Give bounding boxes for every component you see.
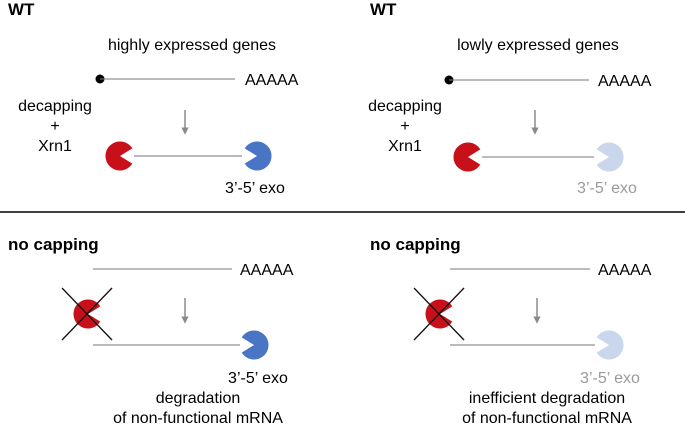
panel-nocap-faded: no capping AAAAA 3’-5’ exo inefficient d… (370, 235, 652, 427)
exo-label: 3’-5’ exo (580, 370, 640, 387)
plus-label: + (400, 118, 409, 135)
plus-label: + (50, 118, 59, 135)
xrn1-pacman-icon (105, 141, 133, 171)
panel-header: WT (370, 0, 397, 19)
polya-tail: AAAAA (598, 73, 652, 90)
polya-tail: AAAAA (240, 262, 294, 279)
panel-header: no capping (8, 235, 99, 254)
xrn1-label: Xrn1 (38, 138, 72, 155)
footer-line-1: degradation (156, 390, 241, 407)
panel-title: highly expressed genes (108, 37, 276, 54)
exo-label: 3’-5’ exo (228, 370, 288, 387)
panel-header: no capping (370, 235, 461, 254)
cross-out-line (61, 287, 113, 341)
xrn1-label: Xrn1 (388, 138, 422, 155)
decapping-label: decapping (368, 98, 442, 115)
exo-label: 3’-5’ exo (225, 180, 285, 197)
cross-out-line (413, 287, 465, 341)
decapping-label: decapping (18, 98, 92, 115)
footer-line-2: of non-functional mRNA (113, 410, 283, 427)
xrn1-pacman-icon (453, 142, 481, 172)
panel-title: lowly expressed genes (457, 37, 619, 54)
exo-label: 3’-5’ exo (577, 180, 637, 197)
panel-wt-high: WT highly expressed genes AAAAA decappin… (8, 0, 299, 197)
exo-pacman-icon (244, 141, 272, 171)
panel-nocap-active: no capping AAAAA 3’-5’ exo degradation o… (8, 235, 294, 427)
polya-tail: AAAAA (245, 72, 299, 89)
polya-tail: AAAAA (598, 262, 652, 279)
footer-line-1: inefficient degradation (469, 390, 625, 407)
panel-header: WT (8, 0, 35, 19)
exo-pacman-icon (596, 330, 624, 360)
panel-wt-low: WT lowly expressed genes AAAAA decapping… (368, 0, 652, 197)
exo-pacman-icon (241, 330, 269, 360)
exo-pacman-icon (596, 142, 624, 172)
footer-line-2: of non-functional mRNA (462, 410, 632, 427)
